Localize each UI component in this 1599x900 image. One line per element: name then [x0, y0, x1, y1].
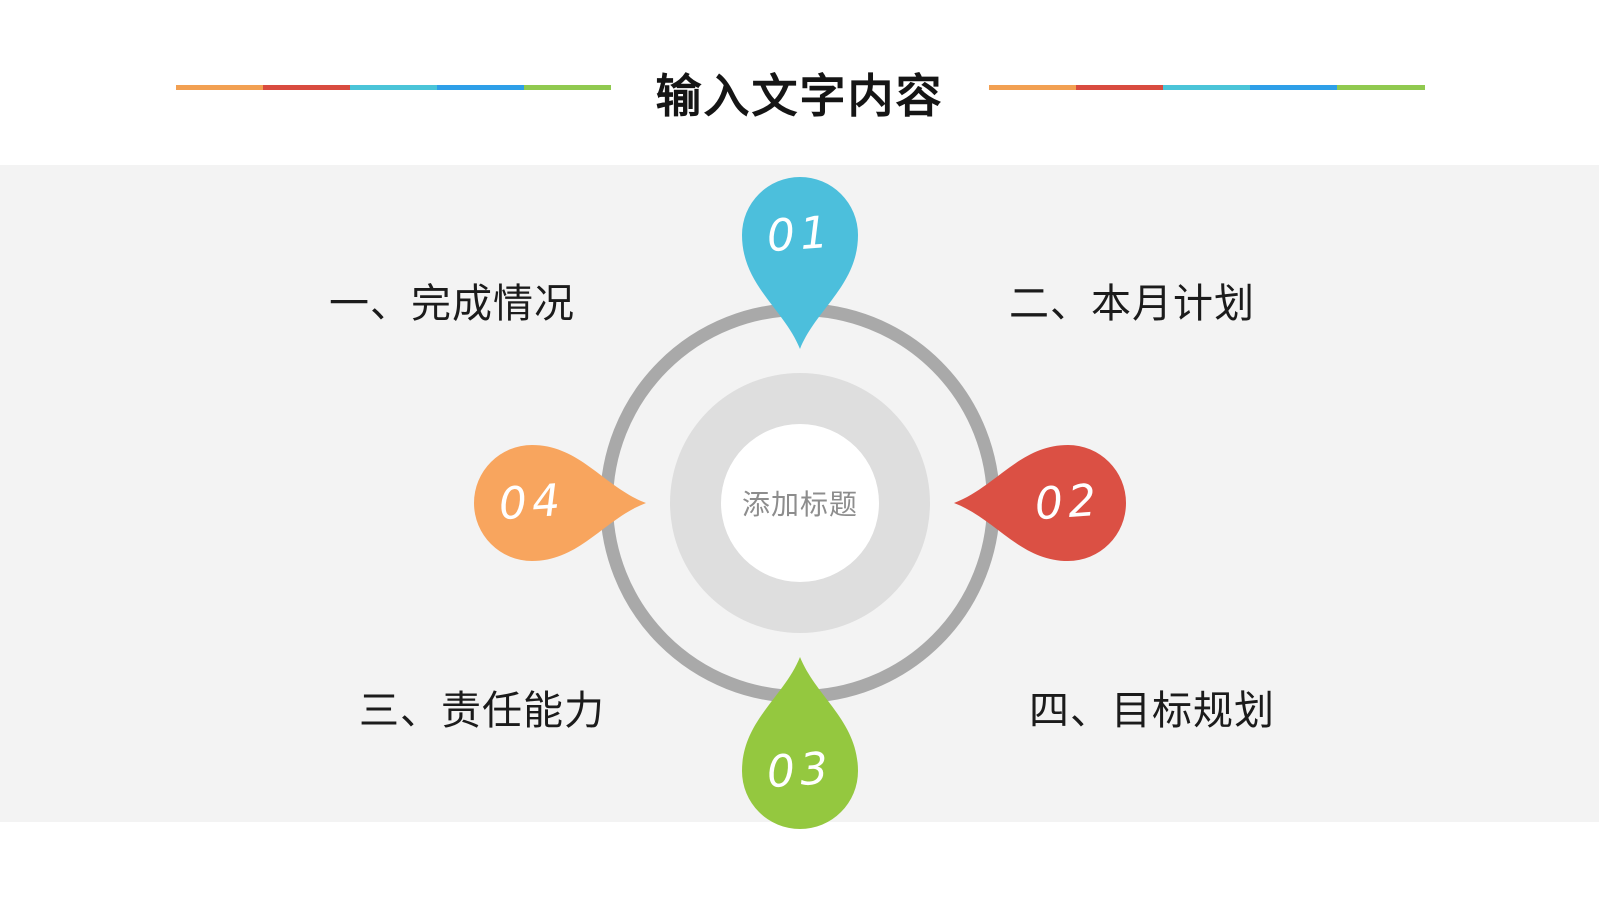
- center-title: 添加标题: [741, 489, 858, 520]
- decor-segment-orange: [989, 85, 1076, 90]
- decor-segment-cyan: [350, 85, 437, 90]
- pin-01-shape: [742, 177, 858, 349]
- decor-segment-blue: [437, 85, 524, 90]
- decor-segment-green: [1337, 85, 1425, 90]
- section-label-1: 一、完成情况: [329, 282, 575, 326]
- decor-line-right: [989, 85, 1425, 90]
- section-label-4: 四、目标规划: [1029, 689, 1275, 733]
- center-circle: 添加标题: [721, 424, 879, 582]
- page-title: 输入文字内容: [655, 70, 944, 122]
- decor-segment-red: [1076, 85, 1163, 90]
- pin-04-number: 04: [497, 474, 567, 531]
- decor-segment-green: [524, 85, 611, 90]
- pin-03-marker: [742, 657, 858, 829]
- section-label-3: 三、责任能力: [359, 689, 605, 733]
- decor-segment-red: [263, 85, 350, 90]
- decor-segment-orange: [176, 85, 263, 90]
- decor-segment-blue: [1250, 85, 1337, 90]
- pin-02-marker: [954, 445, 1126, 561]
- pin-03-number: 03: [765, 742, 835, 799]
- pin-04-shape: [474, 445, 646, 561]
- pin-02-number: 02: [1033, 474, 1103, 531]
- decor-segment-cyan: [1163, 85, 1250, 90]
- pin-01-number: 01: [765, 206, 835, 263]
- section-label-2: 二、本月计划: [1009, 282, 1255, 326]
- pin-03-shape: [742, 657, 858, 829]
- decor-line-left: [176, 85, 611, 90]
- pin-01-marker: [742, 177, 858, 349]
- pin-02-shape: [954, 445, 1126, 561]
- pin-04-marker: [474, 445, 646, 561]
